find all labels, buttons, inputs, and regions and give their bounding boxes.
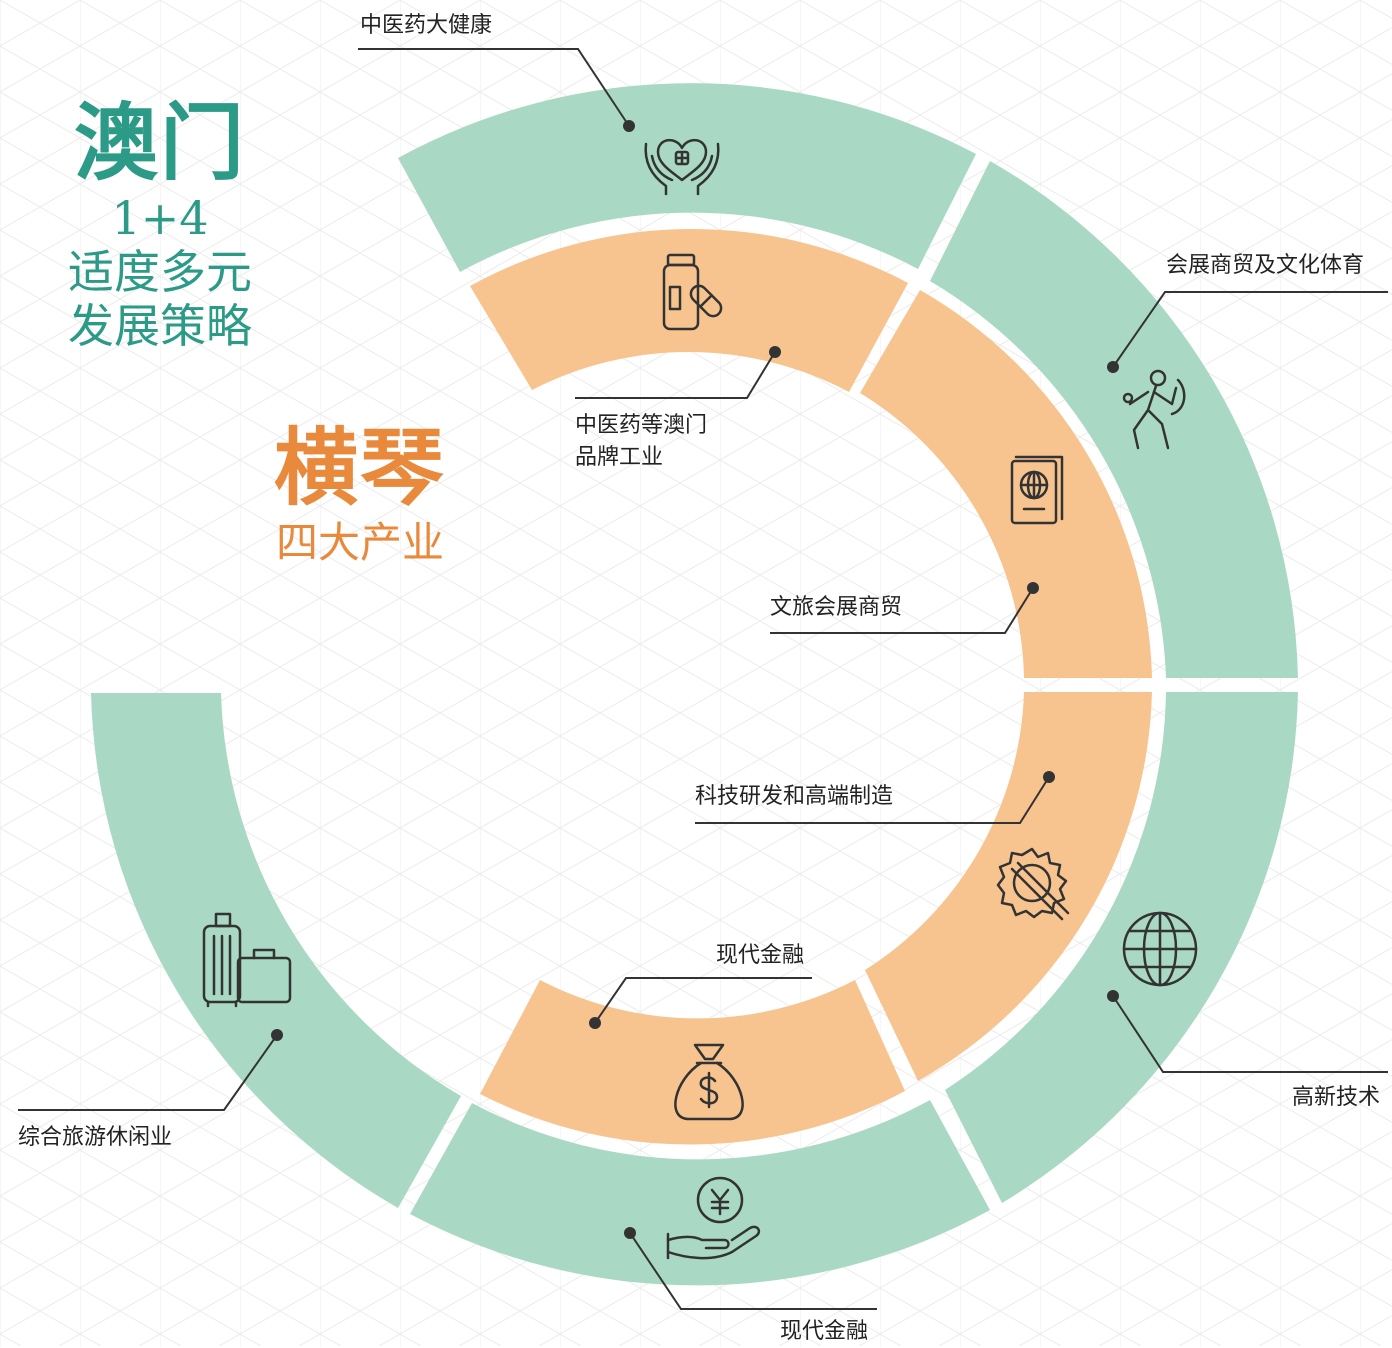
gear-wrench-icon	[996, 847, 1070, 921]
globe-icon	[1122, 911, 1198, 987]
leader-high-tech	[1112, 995, 1388, 1073]
label-inner-finance: 现代金融	[716, 943, 805, 968]
label-outer-finance: 现代金融	[780, 1319, 869, 1344]
macau-strategy-line2: 发展策略	[68, 299, 252, 353]
leader-tcm-brand	[575, 351, 776, 399]
leader-tourism-mice	[770, 587, 1034, 634]
label-mice-culture-sports: 会展商贸及文化体育	[1166, 253, 1365, 278]
leader-lines	[18, 48, 1388, 1310]
outer-segment-high-tech	[945, 692, 1298, 1203]
label-tcm-brand-line1: 中医药等澳门	[575, 413, 708, 438]
hengqin-title-block: 横琴 四大产业	[240, 420, 480, 570]
leader-dots	[271, 120, 1119, 1239]
inner-segment-tourism-mice	[860, 290, 1152, 678]
inner-segment-tcm-brand	[470, 229, 908, 392]
label-tcm-brand-line2: 品牌工业	[575, 445, 664, 470]
leader-inner-finance	[594, 977, 812, 1024]
label-tourism-leisure: 综合旅游休闲业	[18, 1125, 173, 1150]
macau-formula: 1+4	[111, 191, 209, 245]
luggage-icon	[202, 912, 292, 1008]
label-tcm-health: 中医药大健康	[360, 13, 493, 38]
hengqin-title: 横琴	[273, 418, 446, 517]
hands-heart-icon	[644, 139, 720, 196]
label-tourism-mice: 文旅会展商贸	[770, 595, 903, 620]
macau-strategy-line1: 适度多元	[68, 245, 252, 299]
passport-icon	[1010, 455, 1064, 525]
medicine-bottle-icon	[662, 253, 723, 331]
outer-segment-tourism	[91, 693, 461, 1208]
leader-outer-finance	[629, 1232, 877, 1310]
label-tech-manufacturing: 科技研发和高端制造	[695, 784, 894, 809]
hengqin-subtitle: 四大产业	[275, 518, 444, 567]
outer-segment-mice-culture	[930, 161, 1298, 678]
sports-culture-icon	[1122, 369, 1186, 450]
macau-title-block: 澳门 1+4 适度多元 发展策略	[40, 93, 280, 354]
yen-hand-icon	[666, 1176, 761, 1260]
leader-mice-culture	[1112, 291, 1388, 368]
money-bag-icon	[674, 1043, 744, 1121]
macau-title: 澳门	[73, 93, 246, 192]
leader-tcm-health	[358, 48, 630, 127]
inner-segment-finance	[480, 980, 905, 1145]
leader-tech	[695, 776, 1050, 824]
label-high-tech: 高新技术	[1292, 1085, 1381, 1110]
inner-segment-tech	[865, 692, 1152, 1081]
leader-tourism	[18, 1034, 278, 1111]
